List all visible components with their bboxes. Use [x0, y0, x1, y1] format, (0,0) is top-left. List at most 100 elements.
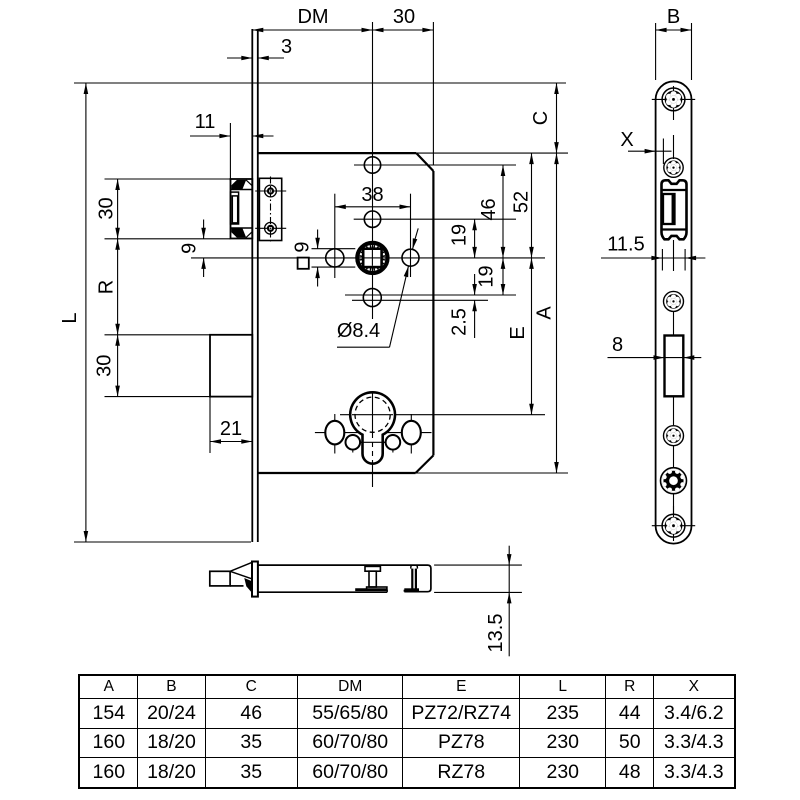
drawing-circle — [672, 524, 675, 528]
dim-label-19-upper: 19 — [449, 224, 471, 246]
latch-window — [660, 179, 688, 241]
dimensions-faceplate: B X 11.5 8 — [601, 6, 706, 360]
dim-label-38: 38 — [361, 184, 383, 206]
table-cell: 48 — [605, 757, 655, 789]
drawing-polygon — [372, 27, 384, 33]
table-header-b: B — [137, 674, 206, 699]
drawing-polygon — [422, 27, 434, 33]
drawing-polygon — [315, 267, 320, 279]
dim-label-9-left: 9 — [179, 243, 201, 254]
oval-hole — [324, 419, 346, 446]
drawing-polygon — [500, 257, 506, 269]
drawing-circle — [680, 482, 685, 487]
table-cell: 160 — [78, 757, 139, 789]
screw-icon — [662, 290, 685, 313]
table-cell: 60/70/80 — [296, 727, 404, 759]
drawing-polygon — [115, 227, 120, 239]
drawing-polygon — [472, 284, 477, 295]
drawing-circle — [362, 287, 383, 308]
drawing-polygon — [231, 179, 247, 190]
drawing-rect — [368, 570, 378, 588]
dimensions-centre: 38 9 Ø8.4 — [292, 184, 419, 348]
dim-label-x: X — [620, 129, 633, 151]
drawing-circle — [384, 434, 402, 451]
dim-label-b: B — [667, 6, 680, 28]
table-cell: 60/70/80 — [296, 757, 404, 789]
drawing-polygon — [554, 142, 559, 154]
drawing-polygon — [554, 462, 559, 473]
table-cell: 160 — [78, 727, 139, 759]
dim-label-a: A — [534, 306, 556, 320]
drawing-polygon — [244, 578, 253, 594]
table-cell: 35 — [204, 727, 298, 759]
drawing-line — [229, 561, 253, 572]
drawing-polygon — [201, 227, 206, 239]
drawing-polygon — [651, 255, 663, 261]
drawing-line — [388, 265, 410, 348]
table-cell: 35 — [204, 757, 298, 789]
dim-label-c: C — [530, 111, 552, 125]
dim-label-l: L — [59, 312, 81, 323]
front-view — [74, 22, 568, 543]
table-cell: 3.3/4.3 — [653, 757, 736, 789]
drawing-polygon — [334, 204, 346, 210]
screw-icon — [663, 157, 684, 179]
drawing-polygon — [554, 83, 559, 94]
mount-box — [255, 176, 287, 243]
drawing-polygon — [252, 133, 264, 139]
drawing-polygon — [653, 355, 665, 360]
dim-label-9-square: 9 — [292, 241, 314, 252]
drawing-polygon — [219, 133, 231, 139]
table-cell: PZ72/RZ74 — [402, 697, 521, 729]
dim-label-3: 3 — [281, 36, 292, 58]
drawing-circle — [269, 190, 272, 192]
table-cell: 18/20 — [137, 757, 206, 789]
drawing-polygon — [241, 439, 253, 444]
dim-label-30-left-upper: 30 — [96, 197, 118, 219]
dim-label-11-5: 11.5 — [607, 234, 644, 256]
drawing-circle — [680, 474, 685, 480]
dim-label-52: 52 — [511, 191, 533, 213]
drawing-path — [257, 564, 432, 593]
drawing-rect — [661, 192, 676, 226]
drawing-rect — [663, 334, 685, 398]
dim-label-r: R — [96, 280, 118, 294]
drawing-polygon — [506, 554, 512, 566]
table-cell: 3.4/6.2 — [653, 697, 736, 729]
drawing-circle — [672, 97, 675, 101]
drawing-polygon — [500, 165, 506, 176]
drawing-polygon — [403, 266, 409, 278]
drawing-polygon — [115, 385, 120, 397]
dim-label-30-top: 30 — [393, 6, 415, 28]
table-cell: 44 — [605, 697, 655, 729]
drawing-circle — [263, 184, 278, 198]
drawing-circle — [674, 487, 680, 493]
drawing-polygon — [115, 238, 120, 250]
drawing-circle — [263, 221, 278, 235]
screw-icon — [662, 425, 685, 447]
drawing-polygon — [554, 153, 559, 165]
dim-label-8: 8 — [612, 334, 623, 356]
drawing-polygon — [472, 300, 477, 312]
drawing-polygon — [644, 148, 656, 154]
drawing-polygon — [231, 228, 247, 238]
dimensions-top: DM 30 3 11 — [190, 6, 434, 181]
drawing-rect — [229, 191, 240, 225]
drawing-polygon — [399, 204, 411, 210]
drawing-polygon — [252, 27, 264, 33]
drawing-polygon — [500, 284, 506, 295]
table-cell: 235 — [519, 697, 607, 729]
drawing-circle — [363, 156, 382, 175]
drawing-polygon — [529, 403, 534, 415]
screw-icon — [661, 513, 686, 538]
drawing-line — [414, 454, 435, 474]
drawing-circle — [672, 300, 675, 303]
table-header-r: R — [605, 674, 655, 699]
drawing-circle — [662, 482, 667, 487]
table-cell: 20/24 — [137, 697, 206, 729]
drawing-circle — [661, 87, 686, 112]
